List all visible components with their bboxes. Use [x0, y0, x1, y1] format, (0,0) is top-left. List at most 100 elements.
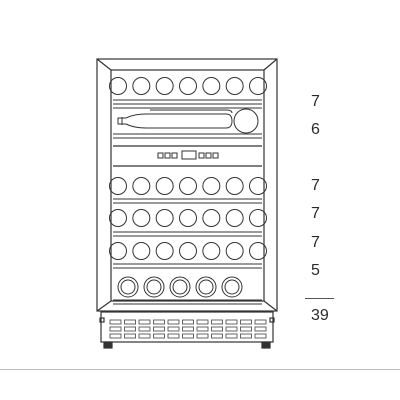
bottle-end-2-5 — [202, 177, 221, 195]
vent-slot-2-7 — [211, 333, 223, 339]
control-button-2 — [164, 152, 171, 159]
bottle-end-1-5 — [202, 77, 221, 95]
bottle-row-2 — [113, 107, 262, 139]
bottle-end-4-6 — [225, 242, 244, 260]
bottle-end-3-6 — [225, 209, 244, 227]
vent-slot-2-6 — [196, 333, 209, 339]
total-bottle-count: 39 — [311, 307, 329, 324]
shelf-count-6: 5 — [311, 262, 320, 279]
plinth-peg-right — [269, 317, 275, 323]
bottle-end-1-1 — [109, 77, 127, 95]
control-buttons — [157, 150, 219, 160]
vent-slot-1-7 — [211, 326, 223, 332]
foot-left — [103, 341, 113, 349]
bottle-end-1-6 — [225, 77, 244, 95]
vent-slot-0-7 — [211, 319, 223, 325]
shelf-count-3: 7 — [311, 177, 320, 194]
bottle-end-2-6 — [225, 177, 244, 195]
door-glass-frame — [110, 69, 265, 302]
bottle-end-5-5 — [221, 276, 243, 298]
bottle-end-5-2 — [143, 276, 165, 298]
vent-slot-1-2 — [138, 326, 151, 332]
frame-corner-tr — [263, 58, 278, 71]
bottle-row-4 — [109, 209, 267, 237]
vent-slot-0-2 — [138, 319, 151, 325]
bottle-end-2-7 — [249, 177, 267, 195]
vent-slot-1-4 — [167, 326, 180, 332]
control-button-6 — [212, 152, 219, 159]
bottle-end-2-3 — [155, 177, 174, 195]
vent-slot-2-1 — [124, 333, 136, 339]
bottle-end-2-2 — [132, 177, 151, 195]
bottle-end-1-2 — [132, 77, 151, 95]
foot-right — [261, 341, 271, 349]
vent-slot-0-4 — [167, 319, 180, 325]
bottle-end-2-4 — [179, 177, 197, 195]
vent-slot-2-2 — [138, 333, 151, 339]
vent-slot-0-5 — [182, 319, 194, 325]
vent-slot-1-6 — [196, 326, 209, 332]
vent-slot-2-3 — [153, 333, 165, 339]
vent-slot-1-1 — [124, 326, 136, 332]
plinth-peg-left — [99, 317, 105, 323]
control-button-4 — [198, 152, 205, 159]
bottle-end-4-2 — [132, 242, 151, 260]
bottle-end-4-5 — [202, 242, 221, 260]
bottle-end-1-7 — [249, 77, 267, 95]
bottle-end-1-3 — [155, 77, 174, 95]
bottle-inner-5-2 — [146, 279, 162, 295]
shelves-group — [109, 77, 267, 305]
vent-slot-1-0 — [109, 326, 122, 332]
shelf-count-5: 7 — [311, 234, 320, 251]
vent-slot-2-4 — [167, 333, 180, 339]
bottle-end-3-3 — [155, 209, 174, 227]
bottle-end-5-1 — [117, 276, 139, 298]
bottle-inner-5-3 — [172, 279, 188, 295]
vent-slot-2-10 — [254, 333, 267, 339]
vent-slot-2-9 — [240, 333, 252, 339]
vent-slot-1-5 — [182, 326, 194, 332]
shelf-count-4: 7 — [311, 205, 320, 222]
bottle-end-3-7 — [249, 209, 267, 227]
frame-corner-tl — [96, 58, 112, 71]
cabinet-outer-frame — [96, 58, 278, 312]
sum-divider-line — [305, 298, 334, 299]
bottle-end-4-1 — [109, 242, 127, 260]
bottle-inner-5-4 — [198, 279, 214, 295]
vent-slot-0-10 — [254, 319, 267, 325]
vent-slot-2-0 — [109, 333, 122, 339]
control-button-5 — [205, 152, 212, 159]
vent-slot-1-9 — [240, 326, 252, 332]
bottle-inner-5-5 — [224, 279, 240, 295]
bottle-row-3 — [109, 177, 267, 204]
bottle-side-1 — [117, 113, 233, 129]
bottle-end-2-1 — [233, 108, 259, 134]
bottle-end-4-7 — [249, 242, 267, 260]
shelf-count-1: 7 — [311, 93, 320, 110]
vent-slot-0-1 — [124, 319, 136, 325]
bottle-row-1 — [109, 77, 267, 105]
vent-slot-1-8 — [225, 326, 238, 332]
bottle-end-3-1 — [109, 209, 127, 227]
bottle-end-5-3 — [169, 276, 191, 298]
bottle-side-2 — [150, 109, 233, 114]
frame-corner-br — [263, 300, 278, 312]
vent-slot-2-5 — [182, 333, 194, 339]
vent-slot-1-10 — [254, 326, 267, 332]
vent-slot-0-8 — [225, 319, 238, 325]
bottle-inner-5-1 — [120, 279, 136, 295]
bottle-end-4-4 — [179, 242, 197, 260]
control-button-3 — [171, 152, 178, 159]
vent-slot-0-0 — [109, 319, 122, 325]
bottle-end-3-2 — [132, 209, 151, 227]
bottle-end-5-4 — [195, 276, 217, 298]
base-plinth — [100, 311, 274, 343]
frame-corner-bl — [96, 300, 112, 312]
bottle-end-3-4 — [179, 209, 197, 227]
bottle-end-3-5 — [202, 209, 221, 227]
vent-slot-0-3 — [153, 319, 165, 325]
control-display — [181, 150, 197, 160]
floor-line — [0, 369, 400, 370]
bottle-row-5 — [109, 242, 267, 269]
vent-slot-1-3 — [153, 326, 165, 332]
